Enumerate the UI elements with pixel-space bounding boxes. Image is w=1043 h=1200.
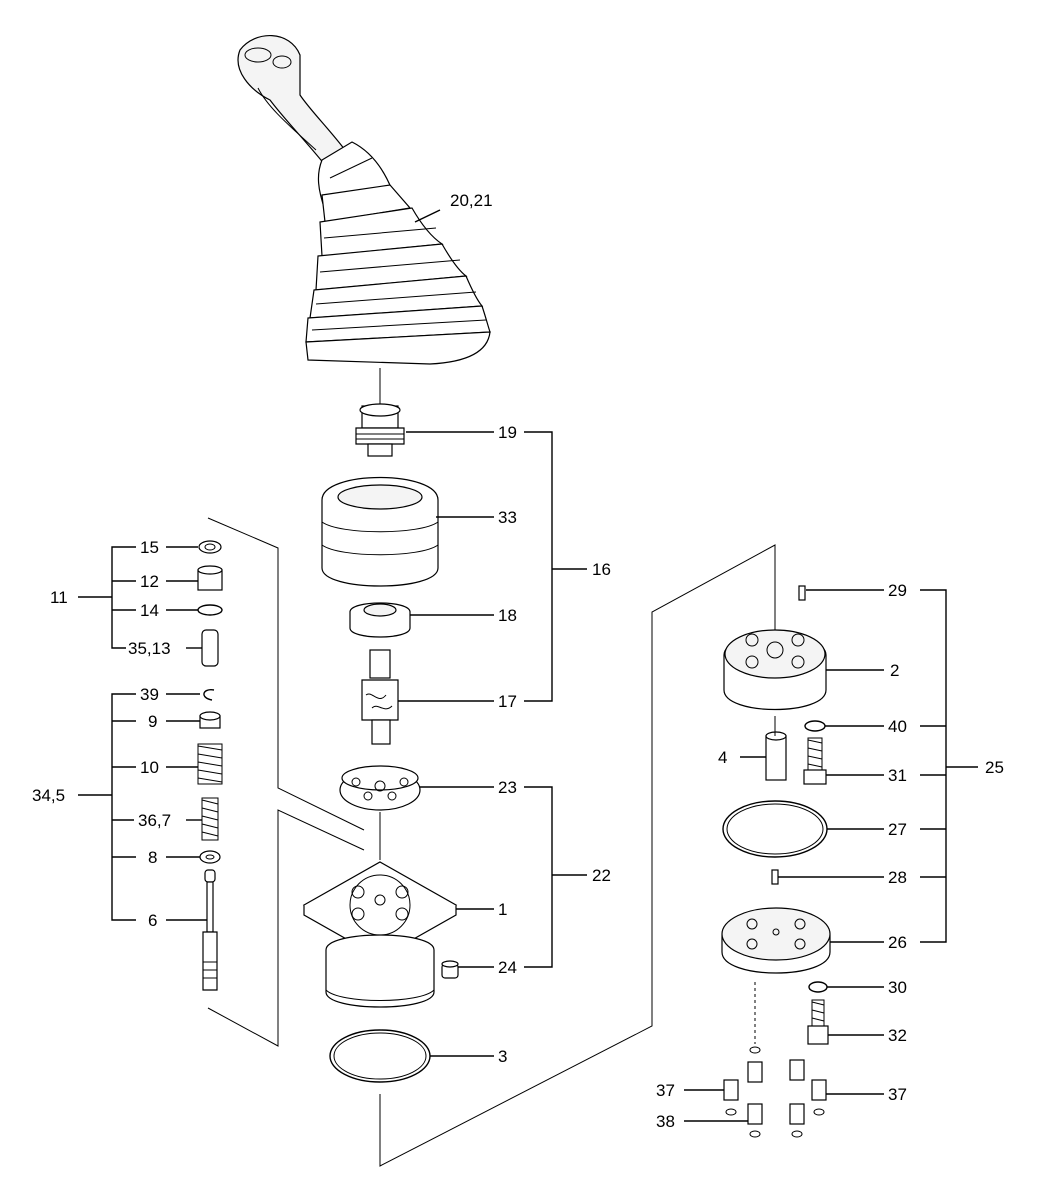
callout-17: 17 (498, 692, 517, 711)
adjusting-nut-part (355, 403, 405, 457)
callout-9: 9 (148, 712, 157, 731)
casing-part (302, 861, 458, 1008)
callout-6: 6 (148, 911, 157, 930)
callout-34-5: 34,5 (32, 786, 65, 805)
callout-36-7: 36,7 (138, 811, 171, 830)
callout-33: 33 (498, 508, 517, 527)
universal-joint-part (361, 649, 399, 745)
assembly-guide-lines (207, 517, 776, 1167)
callout-3: 3 (498, 1047, 507, 1066)
o-ring-inner (333, 1032, 427, 1080)
callout-labels: 20,21 19 33 16 18 17 23 22 1 24 3 15 12 … (32, 191, 1004, 1131)
o-ring-part (329, 1029, 431, 1083)
callout-35-13: 35,13 (128, 639, 171, 658)
callout-39: 39 (140, 685, 159, 704)
callout-28: 28 (888, 868, 907, 887)
callout-8: 8 (148, 848, 157, 867)
boot-seal-part (321, 476, 439, 587)
callout-24: 24 (498, 958, 517, 977)
callout-31: 31 (888, 766, 907, 785)
plate-part (349, 602, 411, 638)
callout-32: 32 (888, 1026, 907, 1045)
callout-29: 29 (888, 581, 907, 600)
callout-40: 40 (888, 717, 907, 736)
callout-18: 18 (498, 606, 517, 625)
joystick-handle-part (237, 35, 393, 211)
right-parts-column (721, 585, 831, 1138)
cam-plate-part (339, 765, 421, 811)
callout-12: 12 (140, 572, 159, 591)
callout-1: 1 (498, 900, 507, 919)
callout-23: 23 (498, 778, 517, 797)
callout-22: 22 (592, 866, 611, 885)
callout-38: 38 (656, 1112, 675, 1131)
callout-20-21: 20,21 (450, 191, 493, 210)
callout-4: 4 (718, 748, 727, 767)
callout-14: 14 (140, 601, 159, 620)
callout-25: 25 (985, 758, 1004, 777)
callout-19: 19 (498, 423, 517, 442)
callout-11: 11 (50, 588, 68, 607)
callout-leaders (78, 209, 978, 1122)
callout-26: 26 (888, 933, 907, 952)
callout-2: 2 (890, 661, 899, 680)
callout-10: 10 (140, 758, 159, 777)
callout-37-left: 37 (656, 1081, 675, 1100)
callout-15: 15 (140, 538, 159, 557)
left-parts-column (197, 540, 223, 991)
plug-part (441, 960, 459, 979)
callout-37-right: 37 (888, 1085, 907, 1104)
rubber-boot-part (305, 184, 491, 365)
callout-16: 16 (592, 560, 611, 579)
callout-27: 27 (888, 820, 907, 839)
callout-30: 30 (888, 978, 907, 997)
